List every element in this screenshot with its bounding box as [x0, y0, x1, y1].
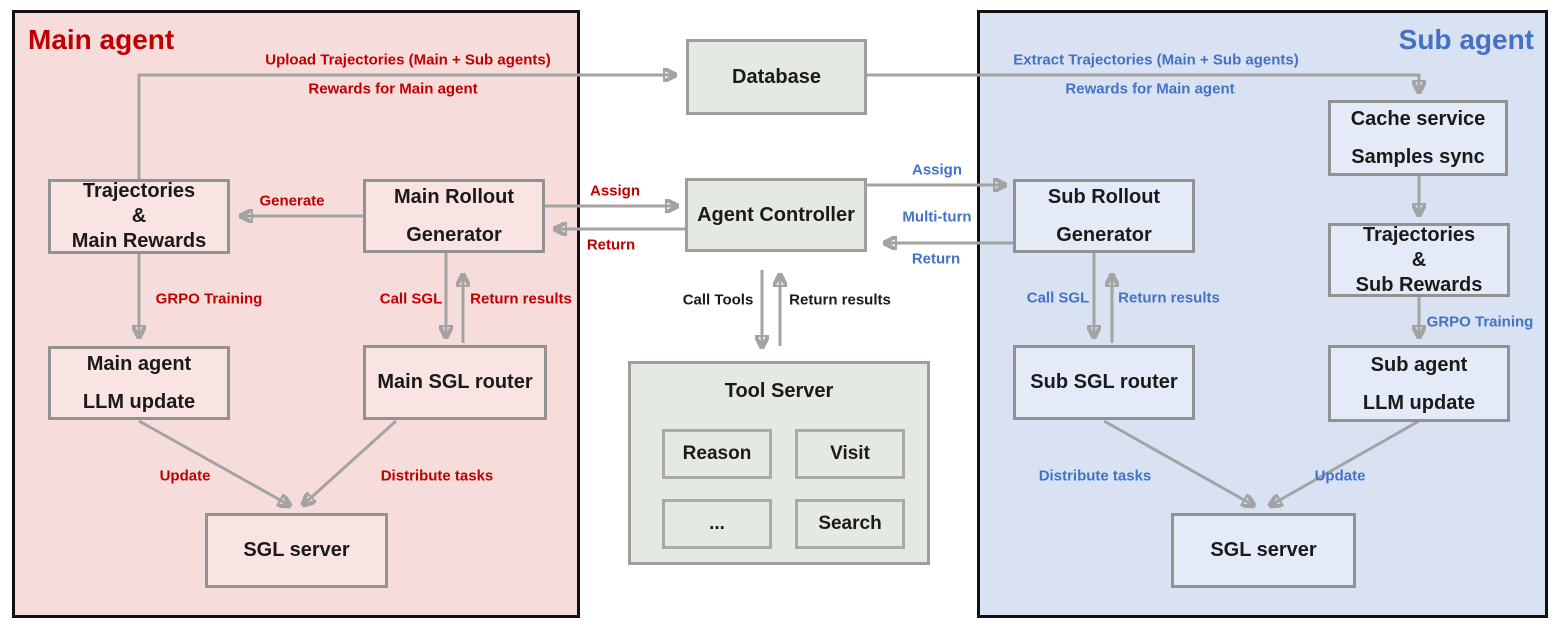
node-main-sgl-router-label: Main SGL router [377, 371, 533, 393]
node-tool-server: Tool Server Reason Visit ... Search [628, 361, 930, 565]
label-return-results-sub: Return results [1118, 289, 1220, 307]
node-tool-search: Search [795, 499, 905, 549]
node-tool-ellipsis: ... [662, 499, 772, 549]
label-grpo-main: GRPO Training [155, 290, 263, 308]
node-tool-reason: Reason [662, 429, 772, 479]
node-sgl-server-sub-label: SGL server [1210, 539, 1317, 561]
label-return-results-toolserver: Return results [789, 291, 891, 309]
node-trajectories-sub-rewards-label: Trajectories & Sub Rewards [1355, 223, 1483, 296]
label-update-main: Update [159, 467, 211, 485]
label-return-main: Return [586, 236, 636, 254]
node-main-rollout-generator-label: Main Rollout Generator [394, 186, 514, 246]
label-rewards-main: Rewards for Main agent [308, 80, 478, 98]
label-multi-turn: Multi-turn [902, 208, 972, 226]
label-assign-main: Assign [589, 182, 641, 200]
node-sub-agent-llm-update-label: Sub agent LLM update [1362, 353, 1476, 414]
node-trajectories-main-rewards-label: Trajectories & Main Rewards [71, 180, 207, 252]
tool-reason-label: Reason [682, 443, 752, 464]
label-upload-trajectories: Upload Trajectories (Main + Sub agents) [265, 51, 551, 69]
node-main-sgl-router: Main SGL router [363, 345, 547, 420]
node-agent-controller: Agent Controller [685, 178, 867, 252]
node-database-label: Database [732, 65, 821, 88]
label-call-sgl-sub: Call SGL [1026, 289, 1090, 307]
node-main-rollout-generator: Main Rollout Generator [363, 179, 545, 253]
label-extract-trajectories: Extract Trajectories (Main + Sub agents) [1013, 51, 1299, 69]
node-sgl-server-main: SGL server [205, 513, 388, 588]
node-database: Database [686, 39, 867, 115]
tool-ellipsis-label: ... [709, 513, 725, 534]
label-rewards-sub: Rewards for Main agent [1065, 80, 1235, 98]
node-sgl-server-sub: SGL server [1171, 513, 1356, 588]
label-assign-sub: Assign [911, 161, 963, 179]
label-call-sgl-main: Call SGL [379, 290, 443, 308]
node-tool-visit: Visit [795, 429, 905, 479]
node-sub-sgl-router-label: Sub SGL router [1030, 371, 1178, 393]
label-return-sub: Return [911, 250, 961, 268]
node-trajectories-sub-rewards: Trajectories & Sub Rewards [1328, 223, 1510, 297]
node-sub-agent-llm-update: Sub agent LLM update [1328, 345, 1510, 422]
label-call-tools: Call Tools [682, 291, 754, 309]
node-cache-service: Cache service Samples sync [1328, 100, 1508, 176]
label-distribute-main: Distribute tasks [380, 467, 494, 485]
sub-agent-title: Sub agent [1398, 24, 1534, 55]
label-grpo-sub: GRPO Training [1426, 313, 1534, 331]
node-agent-controller-label: Agent Controller [697, 203, 855, 226]
label-generate: Generate [259, 192, 325, 210]
node-sub-rollout-generator-label: Sub Rollout Generator [1047, 186, 1161, 246]
node-sub-sgl-router: Sub SGL router [1013, 345, 1195, 420]
node-trajectories-main-rewards: Trajectories & Main Rewards [48, 179, 230, 254]
label-update-sub: Update [1314, 467, 1366, 485]
main-agent-title: Main agent [28, 24, 175, 55]
label-distribute-sub: Distribute tasks [1038, 467, 1152, 485]
label-return-results-main: Return results [470, 290, 572, 308]
tool-server-title: Tool Server [724, 380, 834, 402]
node-sgl-server-main-label: SGL server [243, 539, 350, 561]
tool-visit-label: Visit [830, 443, 870, 464]
node-main-agent-llm-update: Main agent LLM update [48, 346, 230, 420]
node-sub-rollout-generator: Sub Rollout Generator [1013, 179, 1195, 253]
tool-search-label: Search [818, 513, 882, 534]
node-main-agent-llm-update-label: Main agent LLM update [82, 353, 196, 413]
node-cache-service-label: Cache service Samples sync [1350, 108, 1486, 168]
